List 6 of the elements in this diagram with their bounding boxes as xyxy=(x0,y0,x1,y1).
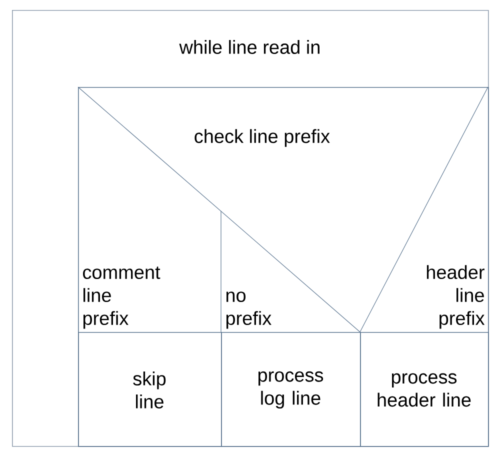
action-box: process log line xyxy=(221,332,361,447)
case-label: header line prefix xyxy=(426,265,485,329)
action-box: skip line xyxy=(78,332,222,447)
case-label: comment line prefix xyxy=(83,266,160,329)
case-label: no prefix xyxy=(226,292,272,329)
action-box: process header line xyxy=(360,332,489,447)
